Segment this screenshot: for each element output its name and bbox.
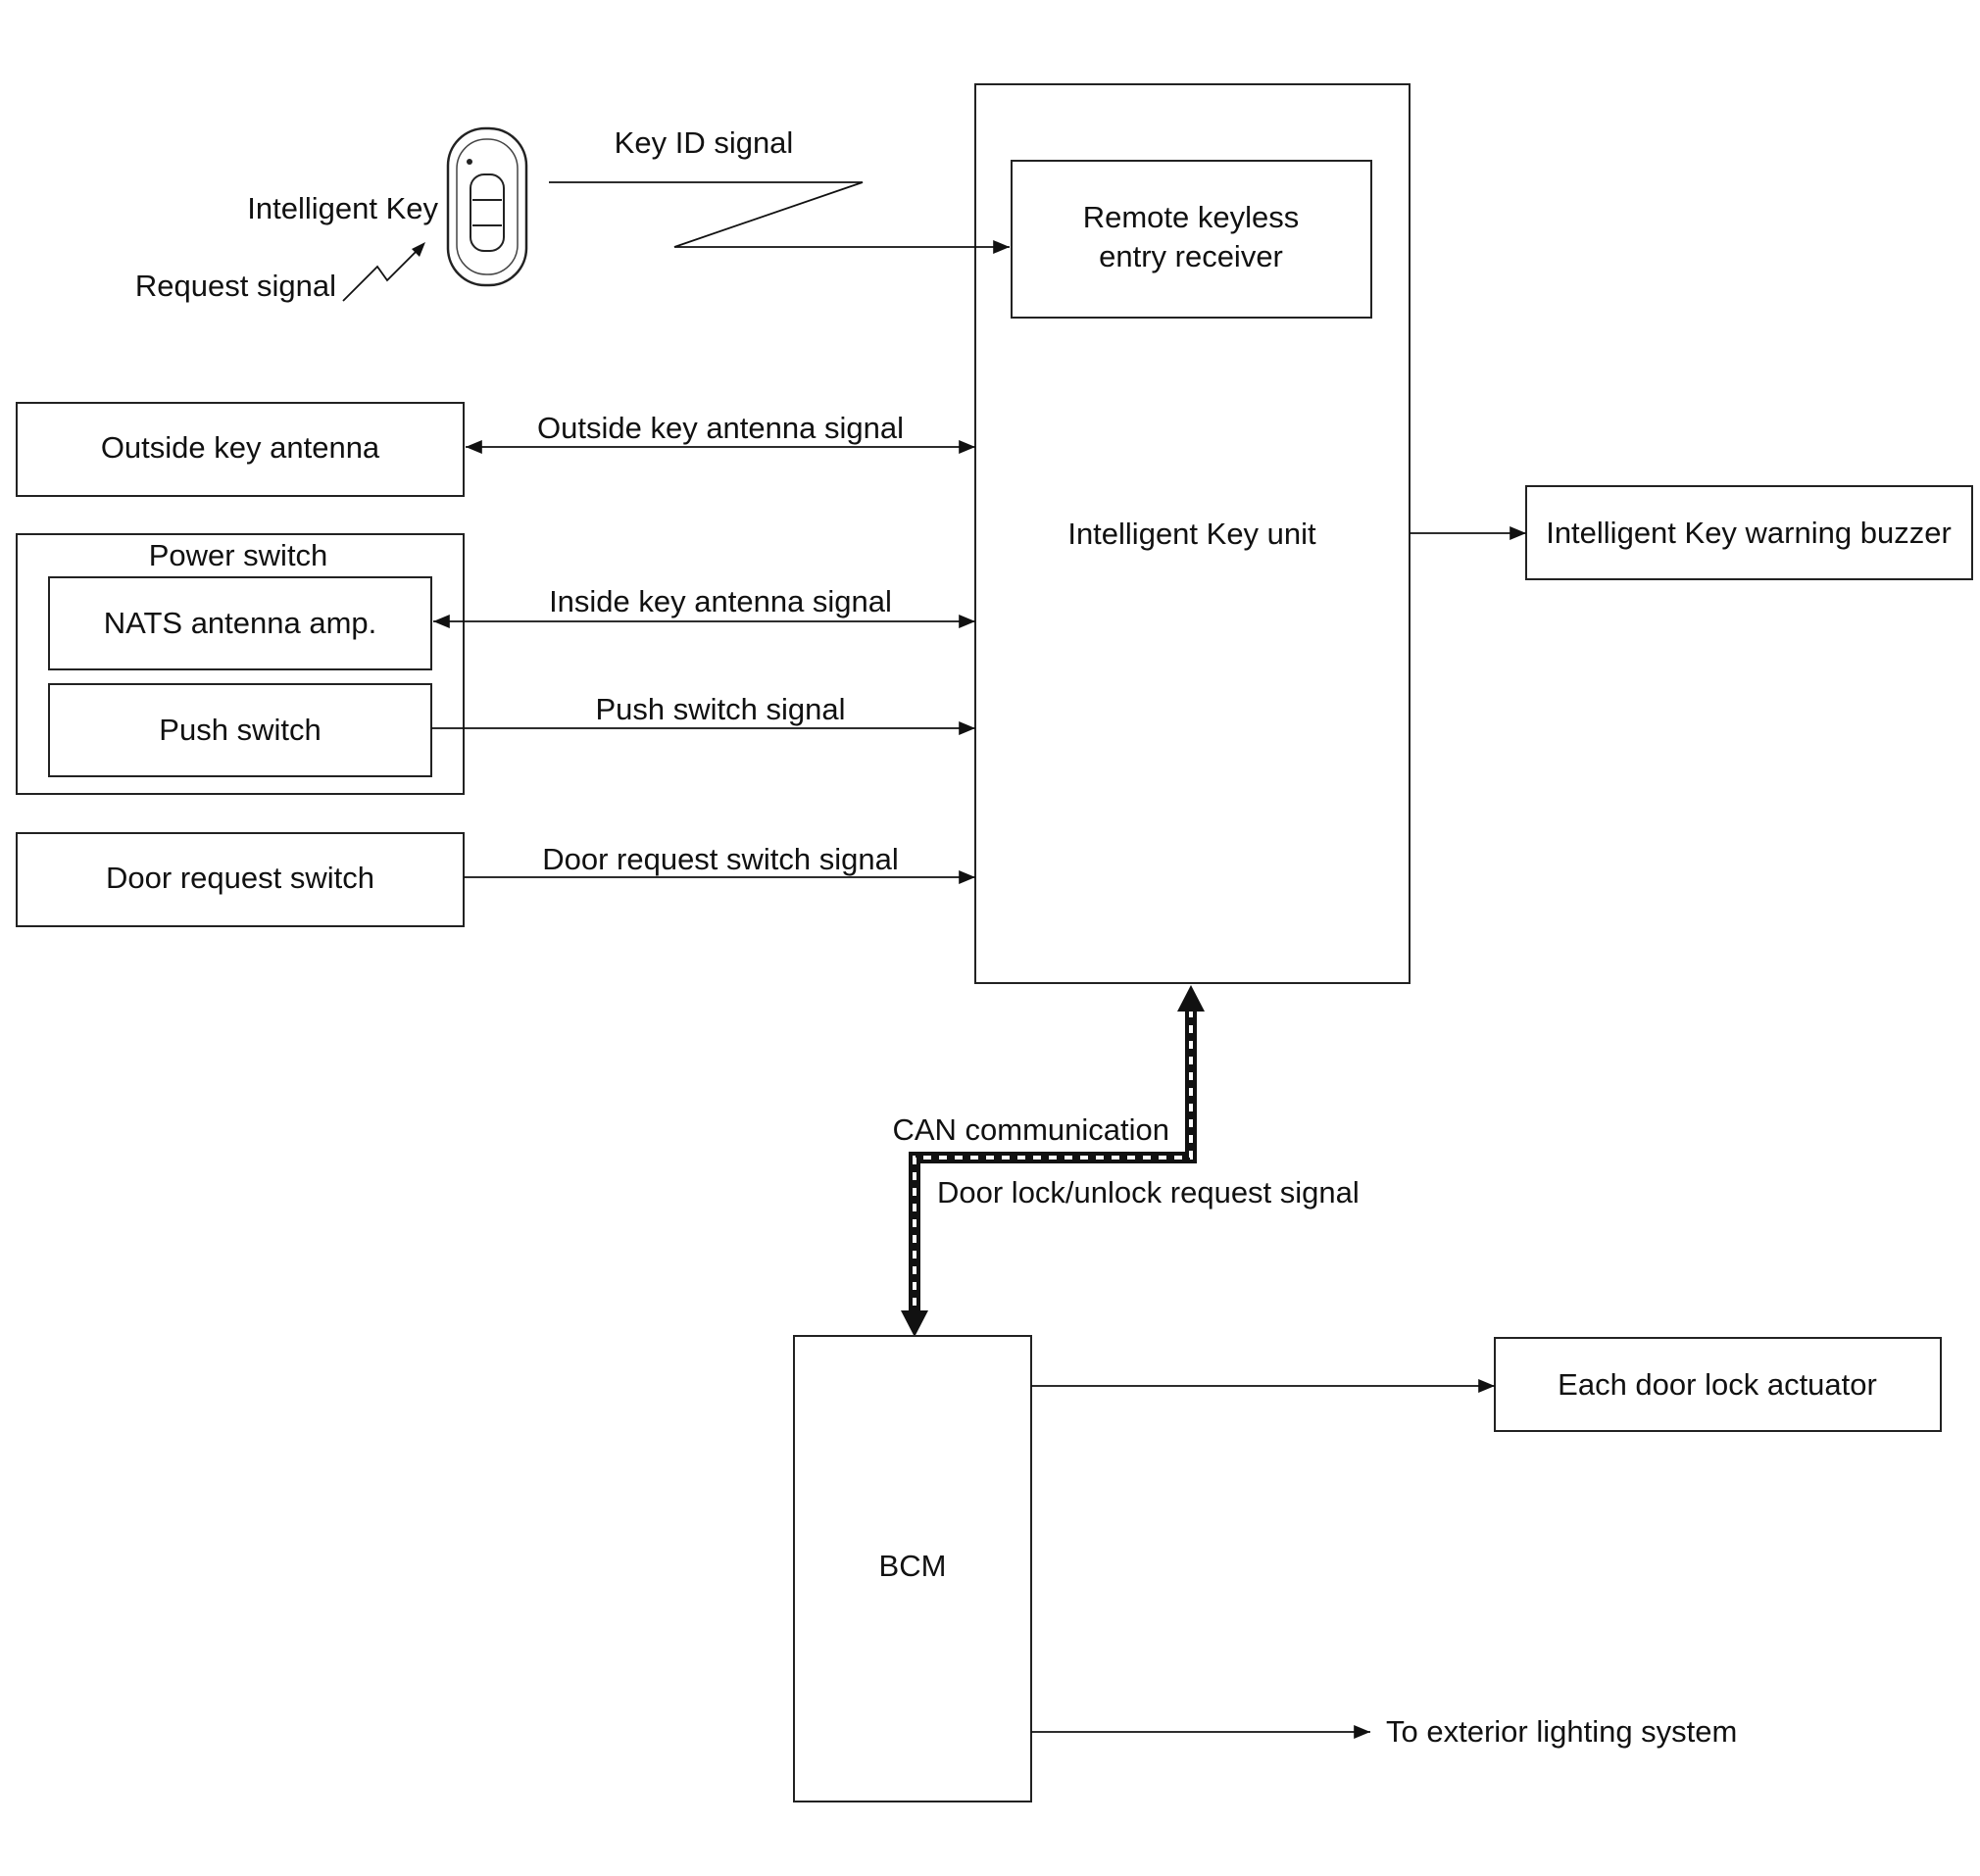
nats-antenna-amp: NATS antenna amp. bbox=[48, 576, 432, 670]
outside-key-antenna-signal-label: Outside key antenna signal bbox=[537, 411, 904, 445]
push-switch-signal-label: Push switch signal bbox=[595, 692, 845, 726]
push-switch: Push switch bbox=[48, 683, 432, 777]
can-communication-label: CAN communication bbox=[892, 1112, 1169, 1147]
request-signal-bolt-icon bbox=[342, 242, 425, 302]
intelligent-key-label: Intelligent Key bbox=[247, 191, 438, 225]
exterior-lighting-label: To exterior lighting system bbox=[1386, 1714, 1737, 1749]
door-request-switch-label: Door request switch bbox=[106, 861, 374, 895]
remote-receiver-label-line1: Remote keyless bbox=[1083, 200, 1300, 234]
door-lock-request-signal-label: Door lock/unlock request signal bbox=[937, 1175, 1360, 1210]
request-signal-label: Request signal bbox=[135, 269, 336, 303]
key-id-signal-line bbox=[549, 181, 1010, 254]
push-switch-label: Push switch bbox=[159, 713, 321, 747]
remote-receiver-label-line2: entry receiver bbox=[1099, 239, 1283, 273]
intelligent-key-warning-buzzer: Intelligent Key warning buzzer bbox=[1525, 485, 1973, 580]
power-switch-label: Power switch bbox=[149, 538, 328, 572]
door-request-switch-signal-label: Door request switch signal bbox=[542, 842, 899, 876]
key-fob-icon bbox=[446, 126, 528, 287]
nats-antenna-amp-label: NATS antenna amp. bbox=[104, 606, 377, 640]
each-door-lock-actuator: Each door lock actuator bbox=[1494, 1337, 1942, 1432]
door-lock-actuator-label: Each door lock actuator bbox=[1558, 1367, 1877, 1402]
bcm-label: BCM bbox=[879, 1549, 947, 1583]
can-communication-bus bbox=[901, 985, 1205, 1337]
outside-key-antenna-label: Outside key antenna bbox=[101, 430, 380, 465]
warning-buzzer-label: Intelligent Key warning buzzer bbox=[1546, 516, 1952, 550]
door-request-switch: Door request switch bbox=[16, 832, 465, 927]
inside-key-antenna-signal-label: Inside key antenna signal bbox=[549, 584, 892, 618]
outside-key-antenna: Outside key antenna bbox=[16, 402, 465, 497]
bcm: BCM bbox=[793, 1335, 1032, 1802]
intelligent-key-unit-label: Intelligent Key unit bbox=[1067, 517, 1316, 551]
remote-keyless-entry-receiver: Remote keyless entry receiver bbox=[1011, 160, 1372, 319]
key-id-signal-label: Key ID signal bbox=[615, 125, 794, 160]
